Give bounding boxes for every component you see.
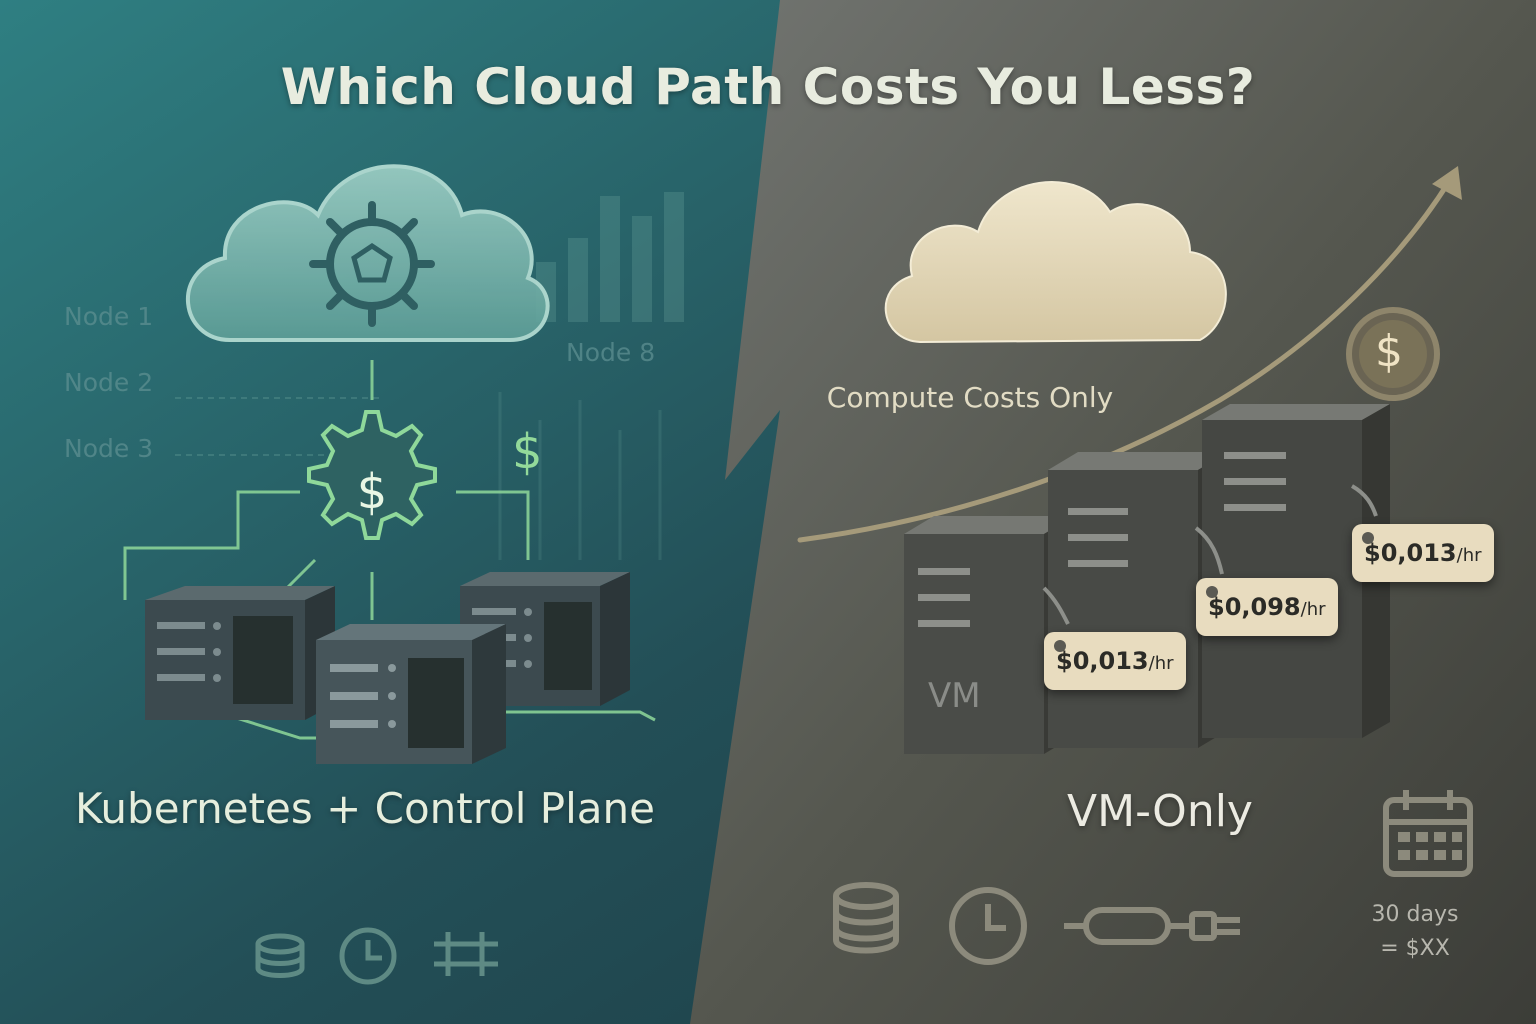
days-line-2: = $XX: [1380, 936, 1450, 961]
price-tag-1-value: $0,013: [1056, 647, 1149, 675]
page-title: Which Cloud Path Costs You Less?: [280, 58, 1256, 116]
dollar-coin-icon: [1346, 307, 1440, 401]
coin-dollar-symbol: $: [1375, 326, 1403, 377]
vm-label: VM: [928, 676, 981, 716]
price-tag-3: $0,013/hr: [1352, 524, 1494, 582]
price-tag-1-unit: /hr: [1148, 653, 1174, 674]
clock-icon: [949, 887, 1027, 965]
price-tag-2: $0,098/hr: [1196, 578, 1338, 636]
clock-icon: [339, 927, 397, 985]
bar-chart-icon: [536, 192, 684, 322]
compute-costs-label: Compute Costs Only: [826, 381, 1114, 414]
network-icon: [434, 932, 498, 976]
node-label-2: Node 2: [64, 368, 154, 397]
node-label-8: Node 8: [566, 338, 656, 367]
database-icon: [255, 933, 305, 978]
price-tag-3-unit: /hr: [1456, 545, 1482, 566]
cost-trend-arrow: [797, 177, 1453, 543]
kubernetes-heading: Kubernetes + Control Plane: [74, 784, 655, 833]
dollar-symbol: $: [512, 424, 543, 480]
cable-icon: [1064, 907, 1240, 945]
node-label-3: Node 3: [64, 434, 154, 463]
days-line-1: 30 days: [1371, 902, 1459, 927]
price-tag-1: $0,013/hr: [1044, 632, 1186, 690]
gear-dollar-icon: $: [307, 410, 437, 540]
server-icon: [145, 572, 630, 764]
vm-only-heading: VM-Only: [1067, 786, 1253, 837]
kubernetes-helm-icon: [309, 201, 435, 327]
right-cloud: [884, 181, 1227, 344]
left-cloud: [186, 164, 550, 342]
price-tag-3-value: $0,013: [1364, 539, 1457, 567]
calendar-icon: [1383, 790, 1473, 877]
node-label-1: Node 1: [64, 302, 154, 331]
price-tag-2-unit: /hr: [1300, 599, 1326, 620]
svg-text:$: $: [357, 464, 388, 520]
price-tag-2-value: $0,098: [1208, 593, 1301, 621]
database-icon: [833, 882, 899, 954]
days-cost-note: 30 days = $XX: [1350, 898, 1480, 966]
